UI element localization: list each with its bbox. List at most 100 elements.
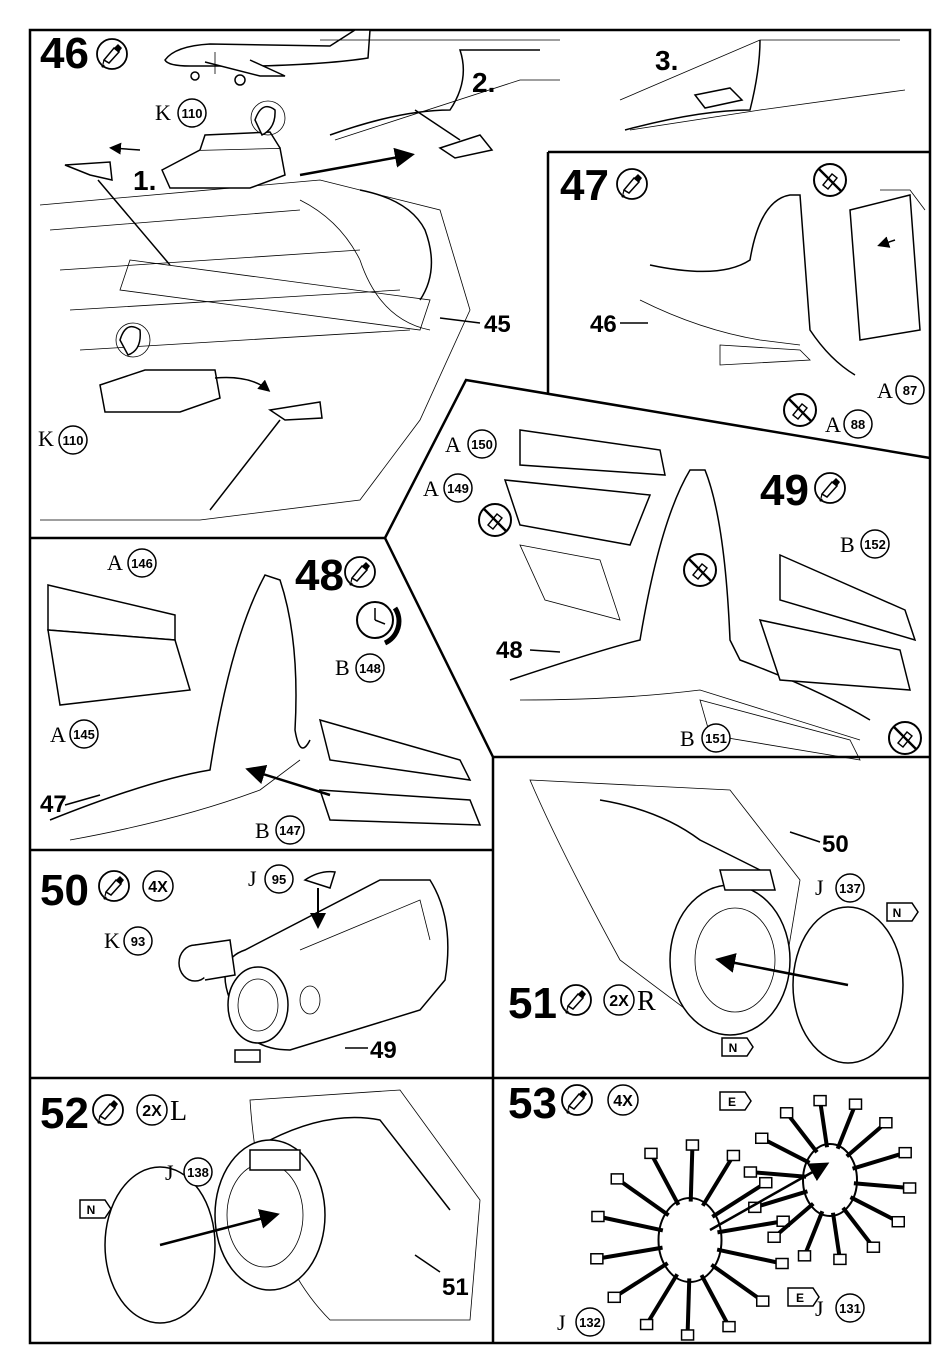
n-flag-label: N	[729, 1041, 738, 1055]
engine-nacelle-52	[105, 1090, 480, 1323]
part-number: 138	[187, 1165, 209, 1180]
side-label-right: R	[637, 986, 656, 1017]
cylinder-head	[776, 1259, 788, 1269]
drying-clock-icon	[357, 602, 399, 643]
step-49-panel: 49 48 A 150 A 149 B 152 B 151	[423, 430, 921, 760]
part-letter: A	[877, 378, 893, 403]
cylinder-rod	[711, 1265, 762, 1301]
cylinder-rod	[805, 1211, 823, 1256]
part-number: 150	[471, 437, 493, 452]
n-flag-icon	[80, 1200, 111, 1218]
engine-nacelle-51	[530, 780, 903, 1063]
multiplier-badge: 4X	[613, 1093, 633, 1110]
reference-number-49: 49	[370, 1037, 397, 1064]
part-letter: B	[335, 655, 350, 680]
part-letter: J	[165, 1160, 174, 1185]
part-letter: B	[680, 726, 695, 751]
cylinder-rod	[838, 1104, 856, 1149]
tail-section-49	[505, 430, 915, 760]
part-letter: J	[815, 875, 824, 900]
part-number: 148	[359, 661, 381, 676]
cylinder-rod	[750, 1172, 806, 1177]
no-glue-icon	[889, 722, 921, 754]
cylinder-head	[727, 1150, 739, 1160]
glue-tube-icon	[345, 557, 375, 587]
cylinder-rod	[647, 1274, 678, 1324]
part-k110-lower	[100, 323, 322, 510]
step-number-53: 53	[508, 1079, 557, 1128]
step-number-47: 47	[560, 161, 609, 210]
cylinder-head	[880, 1118, 892, 1128]
sub-step-3: 3.	[655, 45, 678, 76]
part-number: 132	[579, 1315, 601, 1330]
cylinder-rod	[688, 1278, 690, 1334]
no-glue-icon	[814, 164, 846, 196]
no-glue-icon	[784, 394, 816, 426]
glue-tube-icon	[99, 871, 129, 901]
step-number-52: 52	[40, 1089, 89, 1138]
part-number: 131	[839, 1301, 861, 1316]
part-number: 149	[447, 481, 469, 496]
step-47-panel: 47 46 A 87 A 88	[560, 161, 925, 438]
cylinder-rod	[843, 1208, 873, 1247]
cylinder-head	[904, 1183, 916, 1193]
part-number: 145	[73, 727, 95, 742]
cylinder-head	[892, 1217, 904, 1227]
no-glue-icon	[479, 504, 511, 536]
cylinder-rod	[820, 1101, 827, 1148]
part-number: 110	[63, 433, 84, 448]
multiplier-badge: 2X	[609, 993, 629, 1010]
glue-tube-icon	[561, 985, 591, 1015]
cylinder-head	[760, 1178, 772, 1188]
tail-section-48	[48, 575, 480, 840]
cylinder-head	[781, 1108, 793, 1118]
part-letter: J	[815, 1296, 824, 1321]
step-number-48: 48	[295, 551, 344, 600]
reference-number-50: 50	[822, 831, 849, 858]
glue-tube-icon	[93, 1095, 123, 1125]
part-number: 88	[851, 417, 865, 432]
part-number: 146	[131, 556, 153, 571]
sub-step-1: 1.	[133, 165, 156, 196]
cylinder-head	[611, 1174, 623, 1184]
no-glue-icon	[684, 554, 716, 586]
e-flag-label: E	[796, 1291, 804, 1305]
cylinder-rod	[598, 1216, 663, 1230]
cylinder-rod	[854, 1183, 910, 1188]
cylinder-head	[814, 1096, 826, 1106]
cylinder-rod	[691, 1145, 693, 1201]
part-letter: A	[107, 550, 123, 575]
cylinder-head	[744, 1167, 756, 1177]
cylinder-head	[645, 1148, 657, 1158]
part-number: 87	[903, 383, 917, 398]
n-flag-icon	[887, 903, 918, 921]
step-50-panel: 50 4X 49 J 95 K 93	[40, 865, 448, 1064]
cylinder-rod	[651, 1153, 679, 1205]
cylinder-head	[849, 1099, 861, 1109]
multiplier-badge: 2X	[142, 1103, 162, 1120]
part-letter: A	[445, 432, 461, 457]
reference-number-45: 45	[484, 311, 511, 338]
n-flag-icon	[722, 1038, 753, 1056]
cylinder-rod	[617, 1179, 668, 1215]
cylinder-head	[834, 1254, 846, 1264]
part-number: 95	[272, 872, 286, 887]
step-number-51: 51	[508, 979, 557, 1028]
cylinder-rod	[787, 1113, 817, 1152]
cylinder-head	[799, 1251, 811, 1261]
glue-tube-icon	[97, 39, 127, 69]
part-letter: B	[840, 532, 855, 557]
cylinder-head	[591, 1254, 603, 1264]
cylinder-head	[641, 1320, 653, 1330]
part-letter: B	[255, 818, 270, 843]
reference-number-47: 47	[40, 791, 67, 818]
step-48-panel: 48 47 A 146 A 145 B 148 B 147	[40, 549, 480, 844]
side-label-left: L	[170, 1096, 187, 1127]
multiplier-badge: 4X	[148, 879, 168, 896]
part-letter: A	[423, 476, 439, 501]
part-letter: K	[38, 426, 54, 451]
reference-number-51: 51	[442, 1274, 469, 1301]
glue-tube-icon	[815, 473, 845, 503]
part-letter: A	[50, 722, 66, 747]
